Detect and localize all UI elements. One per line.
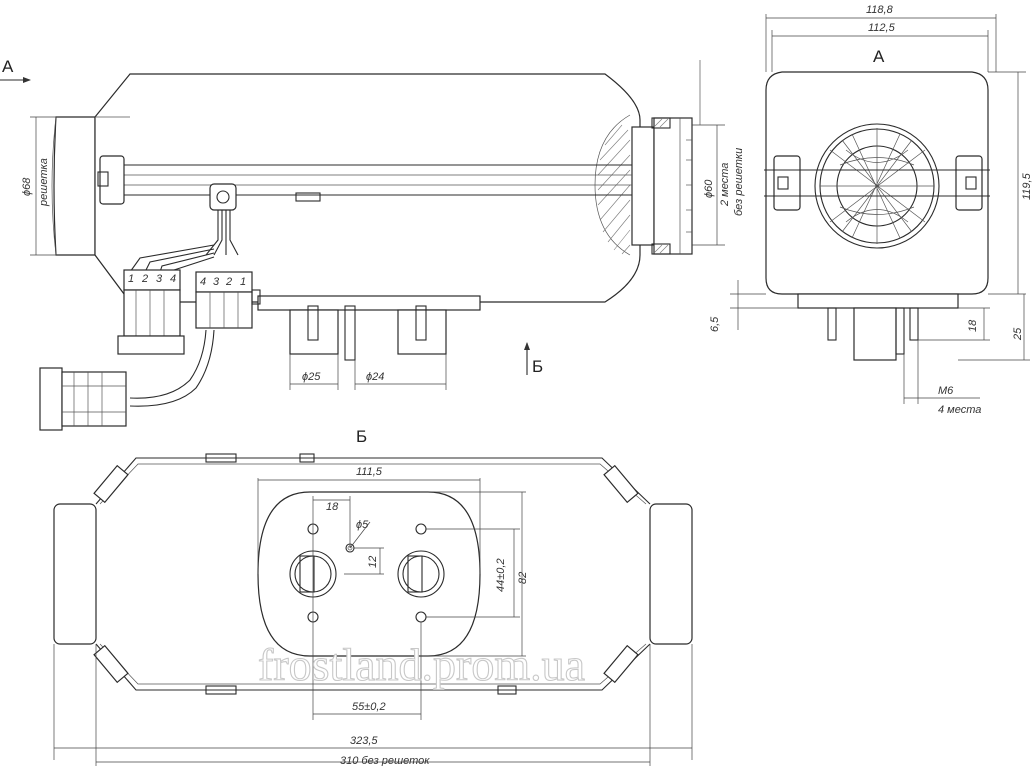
grille-note-label: решетка — [38, 158, 50, 207]
end-view: А 118,8 — [709, 4, 1032, 416]
pin-right-4: 4 — [200, 276, 206, 288]
view-a-arrow: А — [0, 57, 31, 83]
end-width-body-label: 112,5 — [868, 22, 896, 34]
center-spacing-h-label: 55±0,2 — [352, 701, 386, 713]
view-b-title: Б — [356, 427, 367, 446]
end-thread-label: M6 — [938, 385, 954, 397]
center-spacing-v-label: 44±0,2 — [495, 558, 507, 592]
view-a-title: А — [873, 47, 885, 66]
fuel-dia-label: ϕ25 — [302, 371, 321, 383]
bottom-view: Б — [53, 427, 693, 766]
pin-left-1: 1 — [128, 273, 134, 285]
watermark: frostland.prom.ua — [258, 639, 585, 690]
pin-left-4: 4 — [170, 273, 176, 285]
pin-right-3: 3 — [213, 276, 220, 288]
view-b-arrow: Б — [524, 342, 543, 376]
external-plug — [39, 367, 127, 431]
connector-right: 4 3 2 1 — [195, 271, 261, 329]
clamp-rod — [97, 155, 632, 205]
small-offset-label: 12 — [367, 556, 379, 568]
end-clamps — [764, 155, 990, 211]
fan-grille — [814, 123, 940, 249]
end-height-label: 119,5 — [1021, 172, 1032, 200]
pin-left-2: 2 — [141, 273, 148, 285]
exhaust-boss — [397, 309, 447, 355]
overall-length-label: 323,5 — [350, 735, 378, 747]
mounting-plate — [257, 295, 481, 311]
plate-height-label: 82 — [517, 572, 529, 584]
pin-left-3: 3 — [156, 273, 163, 285]
left-grille-cap — [53, 116, 96, 256]
outlet-note-2-label: без решетки — [733, 148, 745, 216]
fuel-boss — [289, 309, 339, 355]
side-view: А — [0, 57, 745, 431]
pin-right-2: 2 — [225, 276, 232, 288]
pin-right-1: 1 — [240, 276, 246, 288]
outlet-note-1-label: 2 места — [719, 163, 731, 207]
end-thread-note-label: 4 места — [938, 404, 981, 416]
connector-left: 1 2 3 4 — [117, 269, 185, 355]
bottom-left-cap — [53, 503, 97, 645]
hole-spacing-label: 18 — [326, 501, 339, 513]
end-total-depth-label: 25 — [1012, 327, 1024, 341]
outlet-flange — [631, 126, 655, 246]
exhaust-port — [397, 550, 445, 598]
end-width-total-label: 118,8 — [866, 4, 894, 16]
grille-dim: ϕ68 решетка — [21, 116, 56, 256]
exhaust-dia-label: ϕ24 — [366, 371, 384, 383]
outlet-dia-label: ϕ60 — [703, 179, 715, 198]
small-hole-label: ϕ5 — [356, 519, 369, 531]
outlet-dim: ϕ60 2 места без решетки — [692, 60, 745, 246]
bottom-dims: 111,5 18 ϕ5 12 44±0,2 82 55±0,2 — [53, 466, 693, 766]
view-a-marker: А — [2, 57, 14, 76]
rod-fitting — [209, 183, 321, 211]
heater-body — [94, 73, 641, 303]
length-no-grille-label: 310 без решеток — [340, 755, 430, 766]
bottom-right-cap — [649, 503, 693, 645]
plate-width-label: 111,5 — [356, 466, 383, 478]
end-base-offset-label: 6,5 — [709, 316, 721, 332]
grille-dia-label: ϕ68 — [21, 177, 33, 196]
end-stud-len-label: 18 — [967, 319, 979, 332]
view-b-marker: Б — [532, 357, 543, 376]
side-dims: ϕ25 ϕ24 — [289, 354, 447, 390]
end-dims: 118,8 112,5 119,5 6,5 18 25 M6 4 м — [709, 4, 1032, 416]
